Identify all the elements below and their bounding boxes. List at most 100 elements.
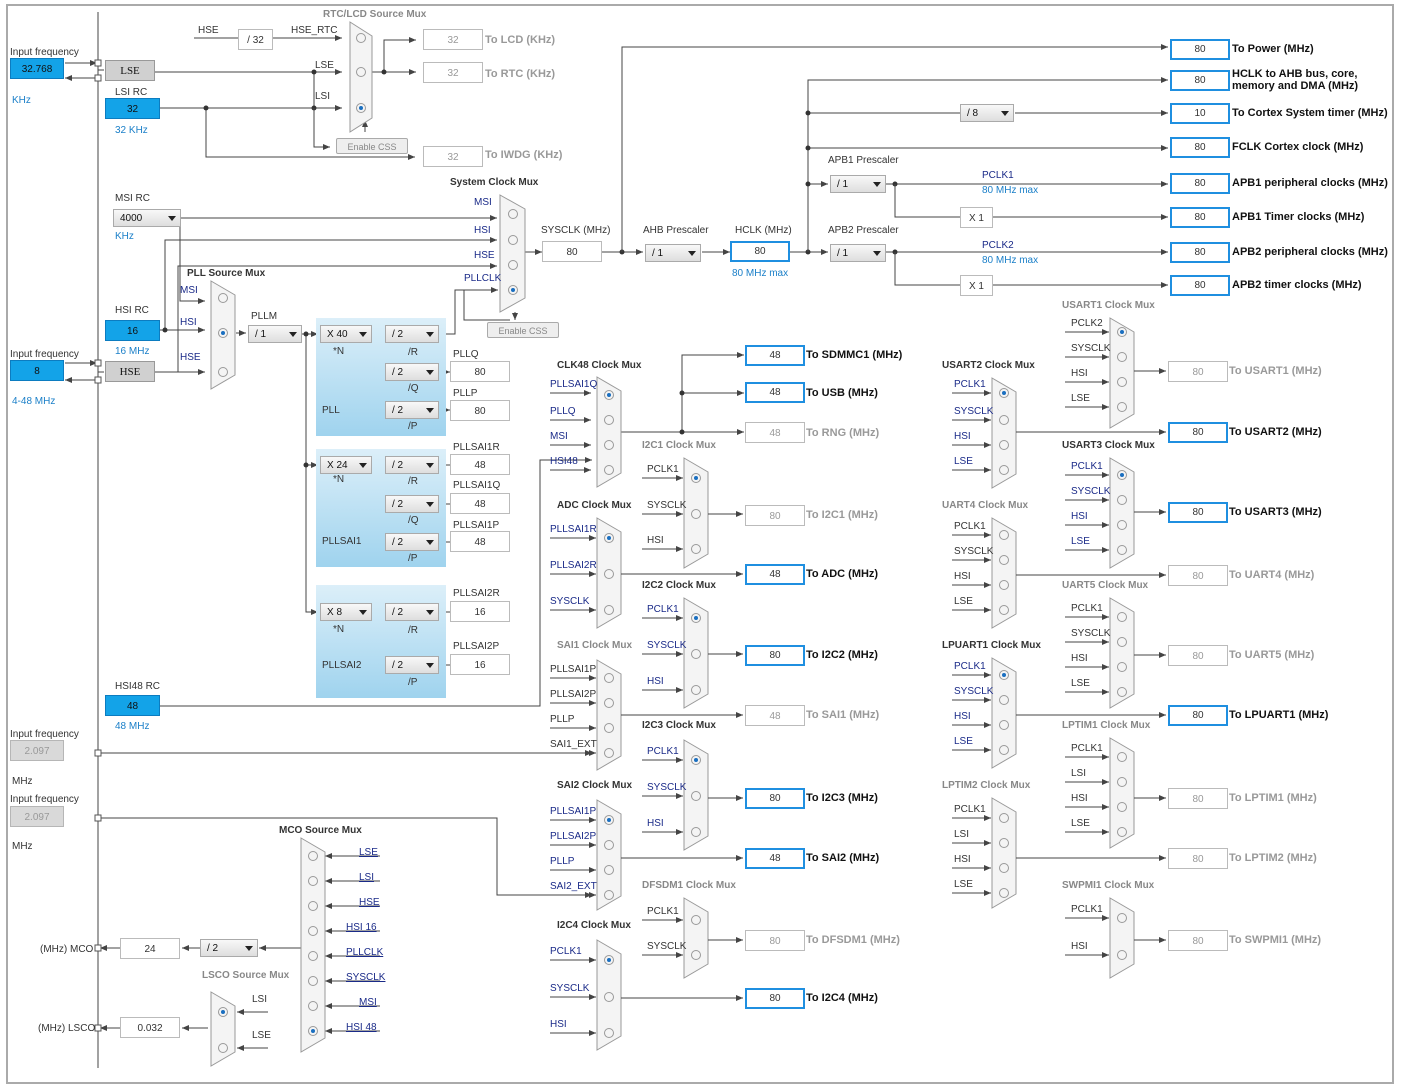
i2c4-value[interactable]: 80 [745, 988, 805, 1009]
rtc-lcd-source-mux-radio-1[interactable] [356, 33, 366, 43]
sai2-clock-mux-radio-4[interactable] [604, 890, 614, 900]
output-2-value[interactable]: 80 [1170, 70, 1230, 91]
i2c4-clock-mux-radio-3[interactable] [604, 1028, 614, 1038]
lse-button[interactable]: LSE [105, 60, 155, 81]
i2c2-clock-mux-radio-3[interactable] [691, 685, 701, 695]
usart1-clock-mux-radio-3[interactable] [1117, 377, 1127, 387]
pll-source-mux-radio-3[interactable] [218, 367, 228, 377]
i2c1-clock-mux-radio-1[interactable] [691, 473, 701, 483]
sai1-clock-mux-radio-3[interactable] [604, 723, 614, 733]
usart2-value[interactable]: 80 [1168, 422, 1228, 443]
adc-clock-mux-radio-1[interactable] [604, 533, 614, 543]
mco-source-mux-radio-1[interactable] [308, 851, 318, 861]
hse-button[interactable]: HSE [105, 361, 155, 382]
i2c2-clock-mux-radio-1[interactable] [691, 613, 701, 623]
lptim1-clock-mux-radio-4[interactable] [1117, 827, 1127, 837]
pllsai1-r-select[interactable]: / 2 [385, 456, 439, 474]
apb2-prescaler-select[interactable]: / 1 [830, 244, 886, 262]
pllm-select[interactable]: / 1 [248, 325, 302, 343]
adc-clock-mux-radio-2[interactable] [604, 569, 614, 579]
usart2-clock-mux-radio-4[interactable] [999, 465, 1009, 475]
sai2-value[interactable]: 48 [745, 848, 805, 869]
swpmi1-clock-mux-radio-1[interactable] [1117, 913, 1127, 923]
enable-css-rtc-button[interactable]: Enable CSS [336, 138, 408, 154]
uart4-clock-mux-radio-2[interactable] [999, 555, 1009, 565]
lptim2-clock-mux-radio-3[interactable] [999, 863, 1009, 873]
sai2-clock-mux-radio-2[interactable] [604, 840, 614, 850]
lptim2-clock-mux-radio-1[interactable] [999, 813, 1009, 823]
mco-source-mux-radio-8[interactable] [308, 1026, 318, 1036]
i2c4-clock-mux-radio-1[interactable] [604, 955, 614, 965]
swpmi1-clock-mux-radio-2[interactable] [1117, 950, 1127, 960]
pllsai2-r-select[interactable]: / 2 [385, 603, 439, 621]
usart2-clock-mux-radio-2[interactable] [999, 415, 1009, 425]
lptim1-clock-mux-radio-3[interactable] [1117, 802, 1127, 812]
clk48-clock-mux-radio-3[interactable] [604, 440, 614, 450]
lse-input-frequency[interactable]: 32.768 [10, 58, 64, 79]
system-clock-mux-radio-3[interactable] [507, 260, 518, 270]
system-clock-mux-radio-1[interactable] [507, 209, 518, 219]
i2c3-clock-mux-radio-3[interactable] [691, 827, 701, 837]
usb-value[interactable]: 48 [745, 382, 805, 403]
msi-rc-select[interactable]: 4000 [113, 209, 181, 227]
system-clock-mux-radio-4[interactable] [507, 285, 518, 295]
lpuart1-clock-mux-radio-3[interactable] [999, 720, 1009, 730]
sai1-clock-mux-radio-2[interactable] [604, 698, 614, 708]
ahb-prescaler-select[interactable]: / 1 [645, 244, 701, 262]
uart5-clock-mux-radio-1[interactable] [1117, 612, 1127, 622]
usart3-clock-mux-radio-4[interactable] [1117, 545, 1127, 555]
lsco-source-mux-radio-2[interactable] [218, 1043, 228, 1053]
i2c2-clock-mux-radio-2[interactable] [691, 649, 701, 659]
lpuart1-clock-mux-radio-4[interactable] [999, 745, 1009, 755]
i2c1-clock-mux-radio-2[interactable] [691, 509, 701, 519]
lptim2-clock-mux-radio-4[interactable] [999, 888, 1009, 898]
sai2-clock-mux-radio-3[interactable] [604, 865, 614, 875]
lsco-source-mux-radio-1[interactable] [218, 1007, 228, 1017]
pll-n-select[interactable]: X 40 [320, 325, 372, 343]
pll-r-select[interactable]: / 2 [385, 325, 439, 343]
i2c1-clock-mux-radio-3[interactable] [691, 544, 701, 554]
pllsai1-p-select[interactable]: / 2 [385, 533, 439, 551]
pllsai1-n-select[interactable]: X 24 [320, 456, 372, 474]
mco-source-mux-radio-6[interactable] [308, 976, 318, 986]
output-3-value[interactable]: 10 [1170, 103, 1230, 124]
rtc-lcd-source-mux-radio-3[interactable] [356, 103, 366, 113]
output-6-value[interactable]: 80 [1170, 207, 1230, 228]
lpuart1-clock-mux-radio-1[interactable] [999, 670, 1009, 680]
output-1-value[interactable]: 80 [1170, 39, 1230, 60]
hse-input-frequency[interactable]: 8 [10, 360, 64, 381]
lptim2-clock-mux-radio-2[interactable] [999, 838, 1009, 848]
mco-source-mux-radio-4[interactable] [308, 926, 318, 936]
mco-source-mux-radio-7[interactable] [308, 1001, 318, 1011]
lptim1-clock-mux-radio-1[interactable] [1117, 752, 1127, 762]
pllsai1-q-select[interactable]: / 2 [385, 495, 439, 513]
output-4-value[interactable]: 80 [1170, 137, 1230, 158]
usart2-clock-mux-radio-3[interactable] [999, 440, 1009, 450]
usart2-clock-mux-radio-1[interactable] [999, 388, 1009, 398]
i2c3-clock-mux-radio-1[interactable] [691, 755, 701, 765]
i2c3-clock-mux-radio-2[interactable] [691, 791, 701, 801]
lpuart1-clock-mux-radio-2[interactable] [999, 695, 1009, 705]
i2c3-value[interactable]: 80 [745, 788, 805, 809]
sai2-clock-mux-radio-1[interactable] [604, 815, 614, 825]
uart5-clock-mux-radio-2[interactable] [1117, 637, 1127, 647]
clk48-clock-mux-radio-4[interactable] [604, 465, 614, 475]
pll-p-select[interactable]: / 2 [385, 401, 439, 419]
hclk-value[interactable]: 80 [730, 241, 790, 262]
mco-source-mux-radio-2[interactable] [308, 876, 318, 886]
mco-div-select[interactable]: / 2 [200, 939, 258, 957]
pllsai2-n-select[interactable]: X 8 [320, 603, 372, 621]
adc-clock-mux-radio-3[interactable] [604, 605, 614, 615]
usart1-clock-mux-radio-2[interactable] [1117, 352, 1127, 362]
usart3-clock-mux-radio-1[interactable] [1117, 470, 1127, 480]
dfsdm1-clock-mux-radio-2[interactable] [691, 950, 701, 960]
ext2-input-frequency[interactable]: 2.097 [10, 806, 64, 827]
clk48-clock-mux-radio-1[interactable] [604, 390, 614, 400]
enable-css-sys-button[interactable]: Enable CSS [487, 322, 559, 338]
uart5-clock-mux-radio-3[interactable] [1117, 662, 1127, 672]
dfsdm1-clock-mux-radio-1[interactable] [691, 915, 701, 925]
lptim1-clock-mux-radio-2[interactable] [1117, 777, 1127, 787]
output-5-value[interactable]: 80 [1170, 173, 1230, 194]
sai1-clock-mux-radio-1[interactable] [604, 673, 614, 683]
output-7-value[interactable]: 80 [1170, 242, 1230, 263]
